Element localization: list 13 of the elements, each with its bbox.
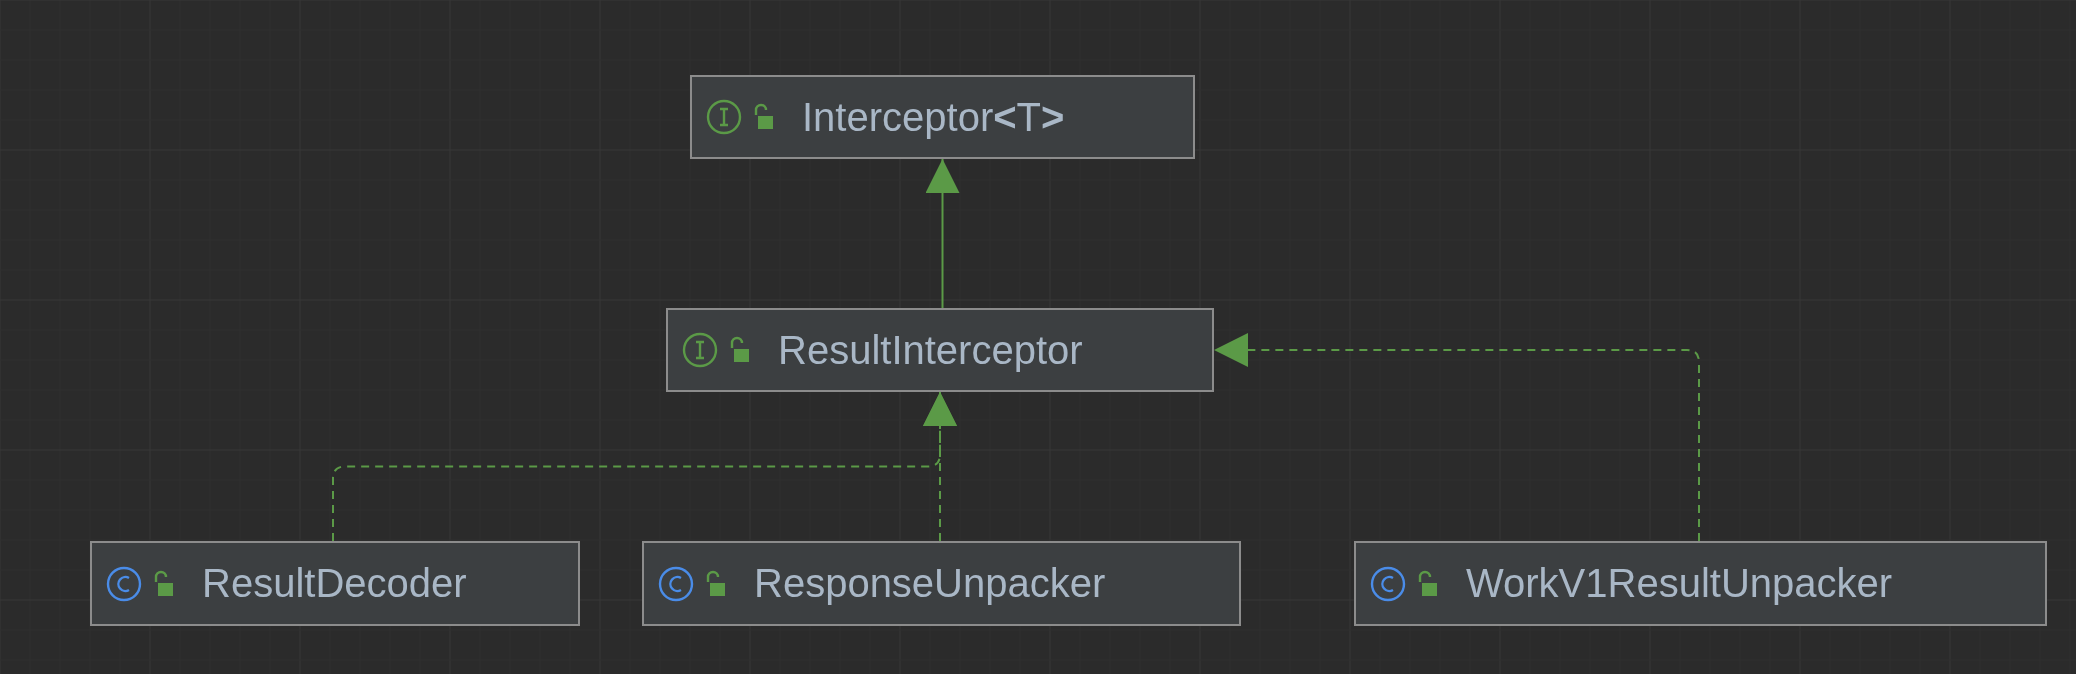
inheritance-arrow <box>1213 333 1700 542</box>
type-name: ResponseUnpacker <box>754 561 1106 606</box>
class-box <box>642 541 1241 626</box>
class-box <box>1354 541 2047 626</box>
class-box <box>90 541 580 626</box>
inheritance-arrow <box>923 391 957 542</box>
type-name: ResultDecoder <box>202 561 467 606</box>
inheritance-arrow <box>925 158 960 309</box>
type-name: ResultInterceptor <box>778 327 1083 373</box>
type-name: WorkV1ResultUnpacker <box>1466 561 1893 606</box>
type-name: Interceptor<T> <box>802 94 1065 140</box>
interface-box <box>666 308 1214 392</box>
interface-box <box>690 75 1195 159</box>
